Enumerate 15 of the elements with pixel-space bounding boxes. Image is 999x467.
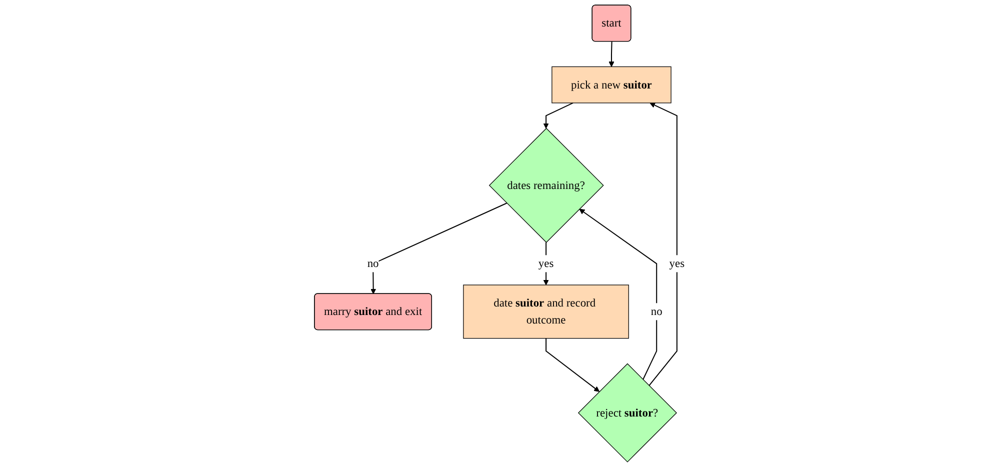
arrow — [579, 208, 658, 380]
arrow — [648, 102, 678, 386]
node-diamond: reject suitor? — [578, 363, 677, 462]
edge-label: no — [367, 257, 379, 270]
arrow — [543, 242, 549, 286]
node-box: pick a new suitor — [552, 66, 672, 104]
edge-label: no — [650, 304, 662, 318]
arrow — [546, 338, 600, 392]
edge-label: yes — [538, 257, 554, 270]
arrow — [608, 42, 614, 67]
arrow — [370, 202, 507, 294]
node-box: date suitor and record outcome — [463, 284, 629, 339]
edge-label: yes — [669, 257, 685, 270]
arrow — [543, 102, 574, 129]
node-diamond: dates remaining? — [488, 128, 604, 243]
